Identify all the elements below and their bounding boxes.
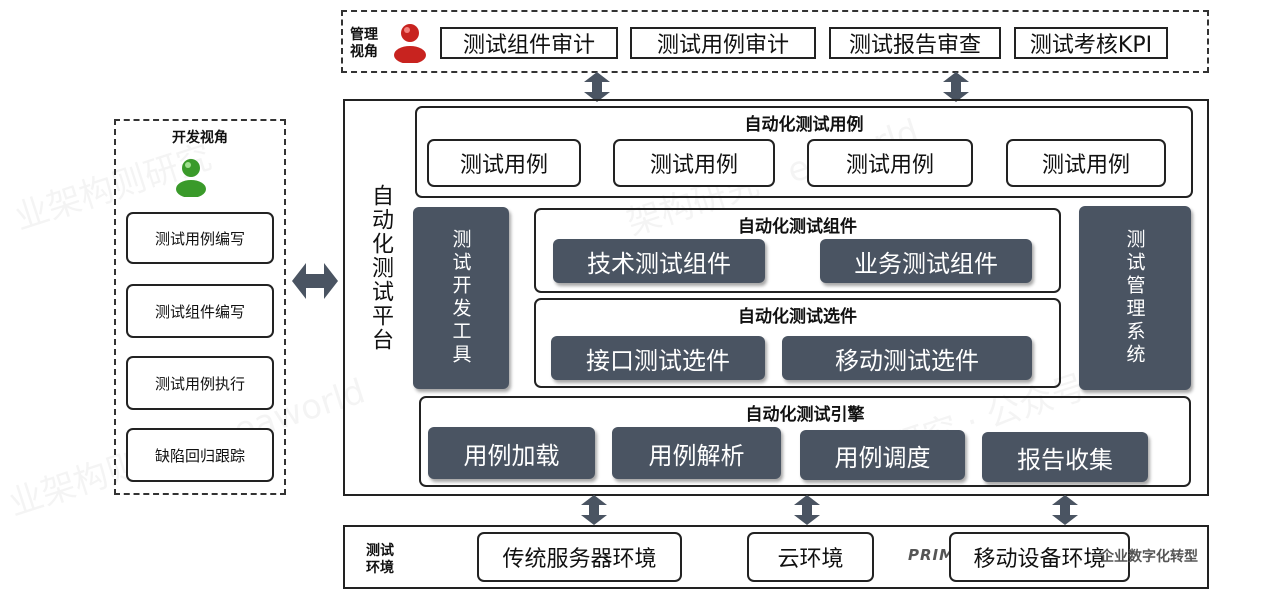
double-arrow-icon <box>1052 495 1078 525</box>
manager-avatar-icon <box>394 24 426 63</box>
test-components-title: 自动化测试组件 <box>738 217 857 237</box>
test-case-box: 测试用例 <box>1006 139 1166 187</box>
test-mgmt-system-box: 测试管理系统 <box>1079 206 1191 390</box>
mobile-env-box: 移动设备环境 <box>949 532 1130 582</box>
test-dev-tools-box: 测试开发工具 <box>413 207 509 389</box>
audit-cases-box: 测试用例审计 <box>630 27 816 59</box>
tech-component-box: 技术测试组件 <box>553 239 765 283</box>
automation-platform-panel <box>343 99 1209 496</box>
report-collection-box: 报告收集 <box>982 432 1148 482</box>
test-environment-panel <box>343 525 1209 589</box>
case-scheduling-box: 用例调度 <box>800 430 965 480</box>
execute-test-cases-box: 测试用例执行 <box>126 356 274 410</box>
defect-regression-box: 缺陷回归跟踪 <box>126 428 274 482</box>
test-environment-label: 测试 环境 <box>366 543 394 576</box>
test-case-box: 测试用例 <box>807 139 973 187</box>
platform-title: 自动化测试平台 <box>368 184 393 352</box>
test-kpi-box: 测试考核KPI <box>1014 27 1168 59</box>
test-engine-group: 自动化测试引擎 <box>419 396 1191 487</box>
management-view-label: 管理 视角 <box>350 27 378 60</box>
double-arrow-icon <box>794 495 820 525</box>
test-options-group: 自动化测试选件 <box>534 298 1061 388</box>
test-case-box: 测试用例 <box>613 139 775 187</box>
test-engine-title: 自动化测试引擎 <box>745 405 865 425</box>
case-parsing-box: 用例解析 <box>612 427 781 479</box>
management-view-panel <box>341 10 1209 73</box>
cloud-env-box: 云环境 <box>747 532 874 582</box>
test-cases-title: 自动化测试用例 <box>744 115 864 135</box>
brand-tagline: 企业数字化转型 <box>1100 549 1198 565</box>
developer-avatar-icon <box>176 159 206 197</box>
audit-components-box: 测试组件审计 <box>440 27 618 59</box>
case-loading-box: 用例加载 <box>428 427 595 479</box>
interface-option-box: 接口测试选件 <box>551 336 765 380</box>
test-case-box: 测试用例 <box>427 139 581 187</box>
test-components-group: 自动化测试组件 <box>534 208 1061 293</box>
write-test-components-box: 测试组件编写 <box>126 284 274 338</box>
horizontal-double-arrow-icon <box>292 263 338 299</box>
review-reports-box: 测试报告审查 <box>829 27 1001 59</box>
business-component-box: 业务测试组件 <box>820 239 1032 283</box>
server-env-box: 传统服务器环境 <box>477 532 682 582</box>
development-view-panel <box>114 119 286 495</box>
mobile-option-box: 移动测试选件 <box>782 336 1032 380</box>
test-cases-group: 自动化测试用例 <box>415 106 1193 198</box>
double-arrow-icon <box>581 495 607 525</box>
double-arrow-icon <box>943 72 969 102</box>
write-test-cases-box: 测试用例编写 <box>126 212 274 264</box>
double-arrow-icon <box>584 72 610 102</box>
test-options-title: 自动化测试选件 <box>738 307 857 327</box>
development-view-title: 开发视角 <box>172 130 228 146</box>
